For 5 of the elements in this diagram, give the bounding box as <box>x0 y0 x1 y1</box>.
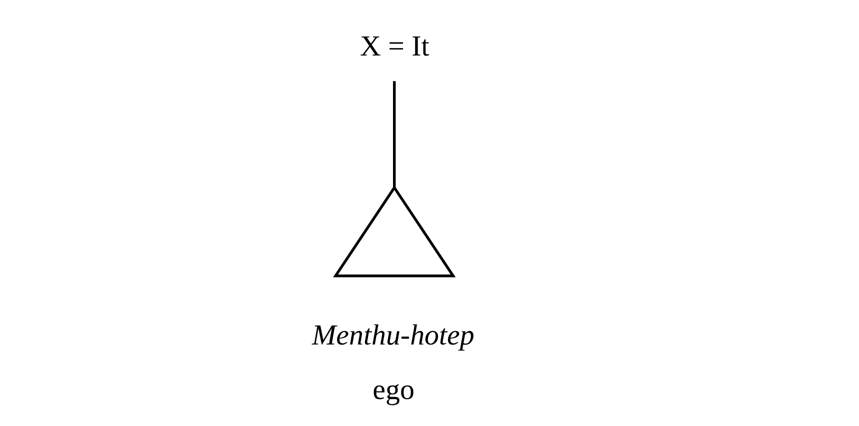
node-text: X = It <box>360 30 430 62</box>
node-label: ego <box>372 374 414 406</box>
node-label: Menthu-hotep <box>312 320 474 352</box>
node-triangle <box>333 185 456 278</box>
connector <box>393 81 396 188</box>
